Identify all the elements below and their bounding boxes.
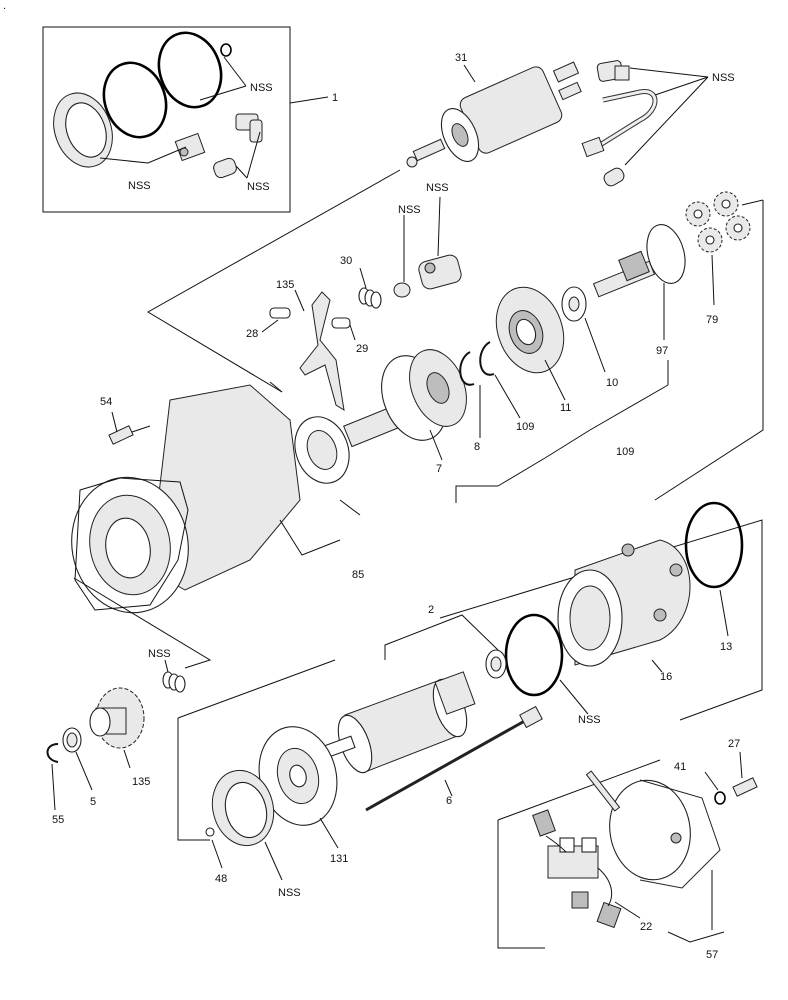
screw-41	[732, 777, 758, 797]
label-54: 7	[436, 463, 442, 475]
ring-6	[62, 727, 82, 753]
label-29: 28	[246, 328, 258, 340]
washer-11	[561, 286, 587, 322]
through-bolt-27	[365, 705, 543, 812]
snap-rings-109	[459, 341, 495, 386]
seal-kit-box	[42, 26, 329, 213]
label-135-lower: NSS	[148, 648, 171, 660]
bolt-85	[108, 425, 134, 445]
label-27: 6	[446, 795, 452, 807]
plate-131	[258, 726, 338, 826]
fork-holder-nss	[418, 254, 462, 290]
seal-nss-lower	[211, 769, 275, 847]
pinion-55	[89, 687, 145, 749]
label-nss-seal: NSS	[278, 887, 301, 899]
end-cover-57	[585, 770, 721, 889]
plunger-30	[393, 282, 411, 298]
ball-48	[205, 827, 215, 837]
label-8: 11	[560, 402, 571, 414]
label-131: 131	[330, 853, 348, 865]
label-109-right: 109	[516, 421, 534, 433]
shaft-10	[592, 224, 686, 298]
solenoid-switch	[406, 61, 582, 168]
kit-plunger-bush	[174, 132, 206, 162]
label-30: NSS	[398, 204, 421, 216]
label-22: 22	[640, 921, 652, 933]
brush-holder-22	[532, 809, 622, 929]
label-nss-ring-middle: NSS	[578, 714, 601, 726]
kit-seal-ring	[53, 92, 113, 168]
kit-o-ring-large-b	[157, 31, 223, 109]
label-16: 2	[428, 604, 434, 616]
label-1: 1	[332, 92, 338, 104]
o-ring-middle	[504, 613, 564, 697]
label-11: 10	[606, 377, 618, 389]
o-ring-right	[684, 501, 744, 589]
label-5: 55	[52, 814, 64, 826]
internal-gear-8	[495, 286, 565, 374]
pin-79	[331, 317, 351, 329]
label-79: 29	[356, 343, 368, 355]
bearing-upper	[294, 416, 350, 484]
corner-mark: .	[3, 0, 6, 12]
label-57: 57	[706, 949, 718, 961]
fork-lever	[269, 291, 351, 412]
spring-135-upper	[358, 287, 382, 309]
o-ring-small-lower	[714, 791, 726, 805]
harness-parts	[581, 60, 658, 187]
label-28: 135	[276, 279, 294, 291]
label-2: 85	[352, 569, 364, 581]
label-109-left: 8	[474, 441, 480, 453]
label-13: 16	[660, 671, 672, 683]
label-6: 5	[90, 796, 96, 808]
label-nss-oring: 41	[674, 761, 686, 773]
label-nss-kit-b: NSS	[128, 180, 151, 192]
label-55: 135	[132, 776, 150, 788]
spring-135-lower	[162, 671, 186, 693]
drive-housing	[71, 384, 301, 614]
label-85: 54	[100, 396, 112, 408]
label-41: 27	[728, 738, 740, 750]
label-7: 109	[616, 446, 634, 458]
label-97: 79	[706, 314, 718, 326]
label-nss-fork: NSS	[426, 182, 449, 194]
kit-cap	[213, 157, 237, 179]
kit-o-ring-small	[220, 43, 232, 57]
label-10: 97	[656, 345, 668, 357]
label-nss-kit-c: NSS	[247, 181, 270, 193]
yoke-13	[557, 539, 691, 667]
planet-gears-97	[685, 191, 751, 253]
kit-o-ring-large-a	[102, 61, 168, 139]
bearing-16	[485, 649, 507, 679]
label-nss-harness: NSS	[712, 72, 735, 84]
pin-29	[269, 307, 291, 319]
label-31: 31	[455, 52, 467, 64]
label-nss-ring-right: 13	[720, 641, 732, 653]
snap-ring-5	[46, 743, 59, 763]
shaft-54	[343, 349, 467, 448]
label-48: 48	[215, 873, 227, 885]
label-nss-kit-a: NSS	[250, 82, 273, 94]
label-135-upper: 30	[340, 255, 352, 267]
